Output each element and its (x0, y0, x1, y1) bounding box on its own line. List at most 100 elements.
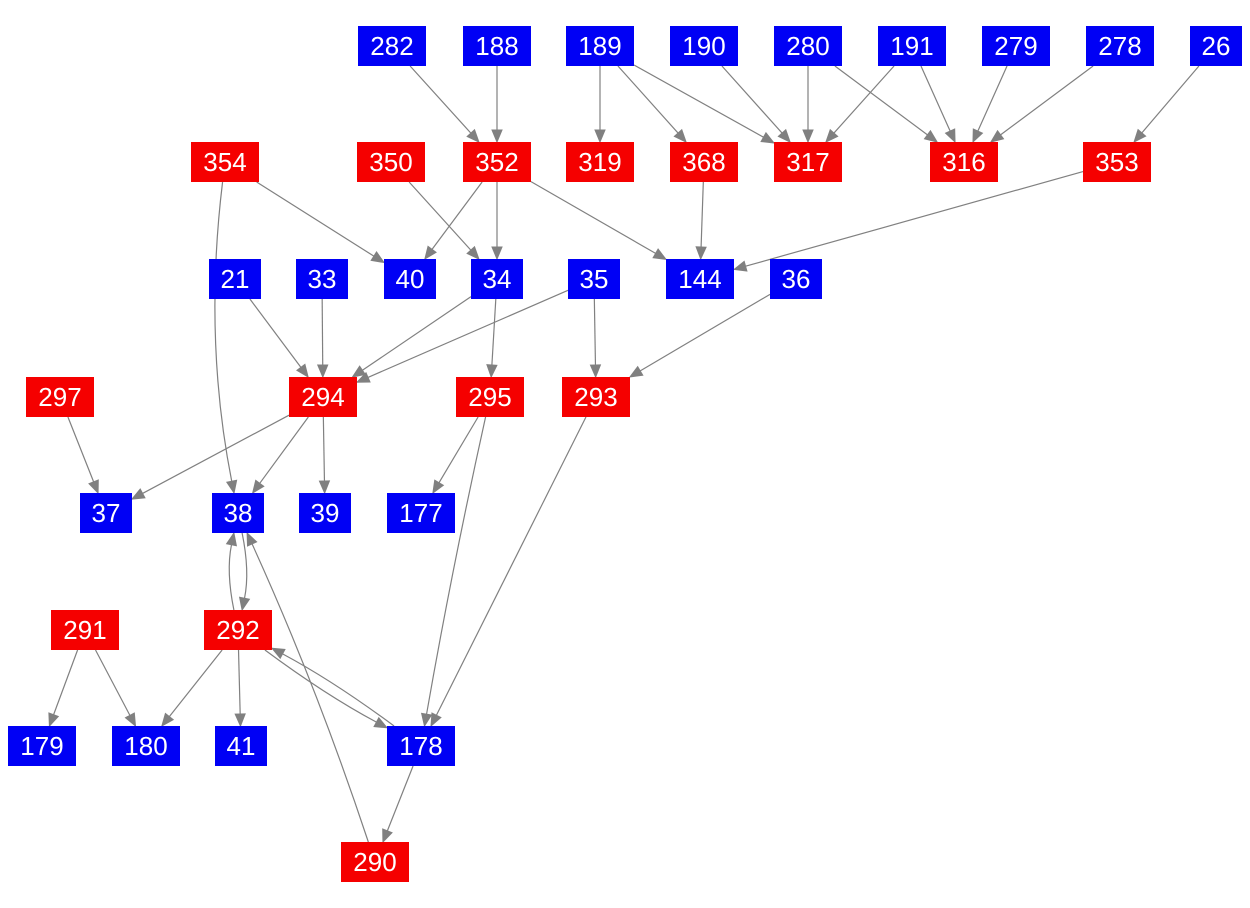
edge-33-to-294 (321, 298, 324, 366)
edge-38-to-292 (241, 532, 248, 599)
arrowhead-33-to-294 (316, 364, 329, 379)
node-label-38: 38 (224, 498, 253, 528)
arrowhead-297-to-37 (88, 479, 99, 495)
arrowhead-36-to-293 (628, 365, 644, 378)
edge-191-to-316 (920, 65, 951, 132)
node-box-280 (774, 26, 842, 66)
edge-294-to-39 (322, 416, 326, 482)
node-label-297: 297 (38, 382, 81, 412)
arrowhead-292-to-41 (234, 713, 246, 728)
edge-295-to-178 (425, 416, 487, 715)
node-label-291: 291 (63, 615, 106, 645)
node-box-21 (209, 259, 261, 299)
node-box-179 (8, 726, 76, 766)
node-label-179: 179 (20, 731, 63, 761)
arrowhead-34-to-294 (351, 365, 367, 378)
arrowhead-352-to-144 (652, 248, 668, 261)
edge-191-to-317 (833, 65, 895, 134)
node-box-39 (299, 493, 351, 533)
arrowhead-368-to-144 (695, 246, 707, 261)
node-label-144: 144 (678, 264, 721, 294)
node-282: 282 (358, 26, 426, 66)
node-317: 317 (774, 142, 842, 182)
arrowhead-350-to-34 (466, 245, 480, 260)
edge-368-to-144 (700, 181, 704, 248)
node-box-319 (566, 142, 634, 182)
arrowhead-293-to-178 (430, 712, 442, 728)
edge-35-to-294 (367, 289, 569, 378)
arrowhead-352-to-40 (424, 245, 437, 261)
node-21: 21 (209, 259, 261, 299)
node-278: 278 (1086, 26, 1154, 66)
edge-353-to-144 (745, 170, 1084, 267)
edge-352-to-40 (431, 181, 483, 250)
arrowhead-21-to-294 (296, 363, 309, 379)
edge-278-to-316 (1000, 65, 1094, 136)
arrowhead-191-to-316 (944, 128, 956, 144)
node-label-39: 39 (311, 498, 340, 528)
node-353: 353 (1083, 142, 1151, 182)
arrowhead-290-to-38 (246, 531, 258, 547)
edge-21-to-294 (249, 298, 302, 368)
node-box-279 (982, 26, 1050, 66)
arrowhead-189-to-317 (760, 131, 776, 144)
arrowhead-291-to-179 (48, 712, 60, 728)
node-34: 34 (471, 259, 523, 299)
edge-190-to-317 (721, 65, 783, 134)
arrowhead-26-to-353 (1133, 128, 1147, 143)
arrowhead-291-to-180 (124, 712, 137, 728)
arrowhead-188-to-352 (491, 129, 503, 144)
node-label-189: 189 (578, 31, 621, 61)
edge-294-to-38 (259, 416, 309, 484)
node-189: 189 (566, 26, 634, 66)
node-label-21: 21 (221, 264, 250, 294)
node-box-190 (670, 26, 738, 66)
edge-297-to-37 (67, 416, 95, 483)
node-box-38 (212, 493, 264, 533)
edge-34-to-295 (491, 298, 497, 366)
edges-layer (48, 64, 1200, 844)
node-label-368: 368 (682, 147, 725, 177)
node-label-41: 41 (227, 731, 256, 761)
node-box-34 (471, 259, 523, 299)
node-box-297 (26, 377, 94, 417)
node-178: 178 (387, 726, 455, 766)
node-box-352 (463, 142, 531, 182)
node-label-317: 317 (786, 147, 829, 177)
arrowhead-279-to-316 (972, 128, 984, 144)
node-280: 280 (774, 26, 842, 66)
node-box-368 (670, 142, 738, 182)
node-box-177 (387, 493, 455, 533)
node-box-188 (463, 26, 531, 66)
node-label-180: 180 (124, 731, 167, 761)
node-352: 352 (463, 142, 531, 182)
edge-282-to-352 (409, 65, 472, 134)
node-label-290: 290 (353, 847, 396, 877)
arrowhead-294-to-37 (130, 488, 146, 500)
node-box-278 (1086, 26, 1154, 66)
node-label-40: 40 (396, 264, 425, 294)
arrowhead-190-to-317 (777, 128, 791, 143)
node-box-290 (341, 842, 409, 882)
node-26: 26 (1190, 26, 1242, 66)
node-39: 39 (299, 493, 351, 533)
node-label-37: 37 (92, 498, 121, 528)
node-box-36 (770, 259, 822, 299)
node-label-34: 34 (483, 264, 512, 294)
node-box-189 (566, 26, 634, 66)
node-box-191 (878, 26, 946, 66)
node-label-280: 280 (786, 31, 829, 61)
node-label-279: 279 (994, 31, 1037, 61)
arrowhead-292-to-180 (161, 712, 175, 728)
node-label-177: 177 (399, 498, 442, 528)
edge-293-to-178 (435, 416, 587, 716)
node-316: 316 (930, 142, 998, 182)
arrowhead-35-to-294 (355, 371, 371, 383)
node-label-26: 26 (1202, 31, 1231, 61)
edge-294-to-37 (142, 414, 290, 494)
arrowhead-292-to-178 (373, 716, 389, 729)
edge-290-to-38 (251, 543, 369, 843)
node-box-282 (358, 26, 426, 66)
node-41: 41 (215, 726, 267, 766)
node-box-35 (568, 259, 620, 299)
